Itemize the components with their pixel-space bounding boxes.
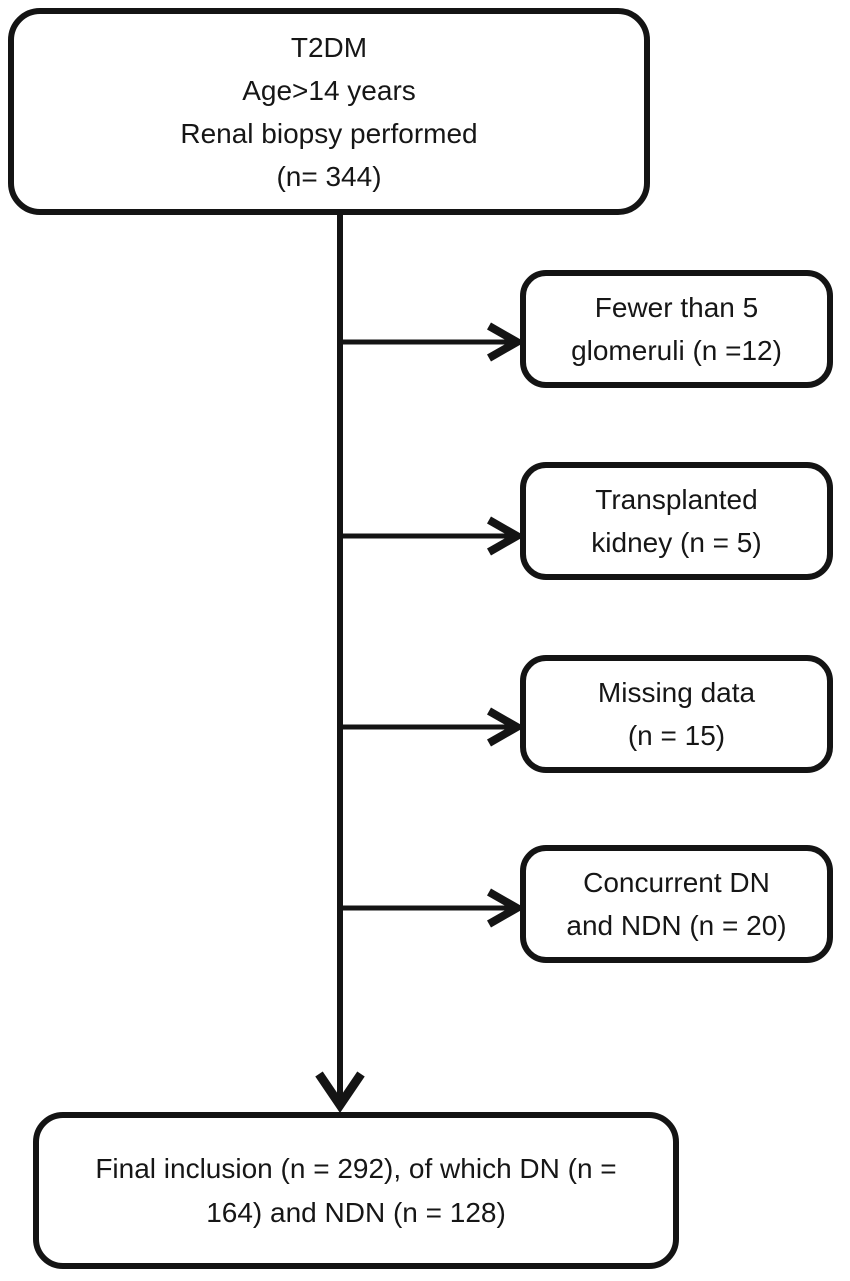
flow-node-exclusion-4: Concurrent DN and NDN (n = 20) [520,845,833,963]
start-line-4: (n= 344) [276,160,382,192]
start-line-1: T2DM [290,31,368,63]
flow-node-start: T2DM Age>14 years Renal biopsy performed… [8,8,650,215]
arrow-down-icon [315,1071,365,1114]
arrow-right-icon [487,888,526,928]
start-line-2: Age>14 years [242,74,416,106]
exclusion-1-line-2: glomeruli (n =12) [571,335,782,366]
exclusion-3-line-1: Missing data [597,677,756,708]
arrow-right-icon [487,516,526,556]
final-inclusion-text: Final inclusion (n = 292), of which DN (… [95,1152,617,1228]
arrow-right-icon [487,707,526,747]
exclusion-2-line-1: Transplanted [595,484,758,515]
flow-node-exclusion-3: Missing data (n = 15) [520,655,833,773]
exclusion-1-line-1: Fewer than 5 [594,292,759,323]
exclusion-4-line-1: Concurrent DN [583,867,770,898]
exclusion-4-line-2: and NDN (n = 20) [566,910,787,941]
exclusion-3-line-2: (n = 15) [627,720,726,751]
flow-node-final: Final inclusion (n = 292), of which DN (… [33,1112,679,1269]
arrow-right-icon [487,322,526,362]
exclusion-2-line-2: kidney (n = 5) [591,527,762,558]
start-line-3: Renal biopsy performed [180,117,478,149]
flow-node-exclusion-2: Transplanted kidney (n = 5) [520,462,833,580]
flow-node-exclusion-1: Fewer than 5 glomeruli (n =12) [520,270,833,388]
